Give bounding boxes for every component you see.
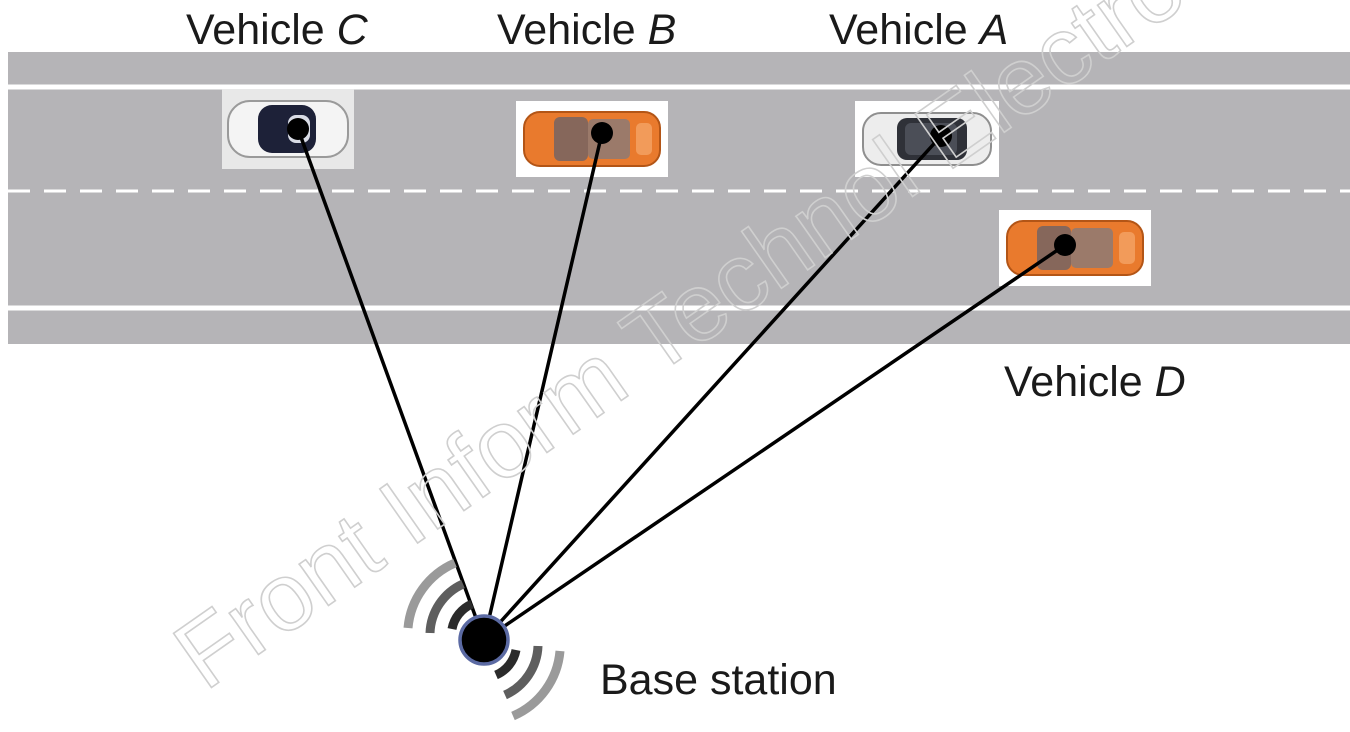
vehicle-c-label: Vehicle C (186, 6, 369, 54)
vehicle-c-node (287, 118, 309, 140)
communication-links (296, 127, 1067, 642)
base-station-label: Base station (600, 656, 837, 704)
link-vehicle-a (482, 134, 943, 642)
vehicle-b-label: Vehicle B (497, 6, 676, 54)
vehicle-b-node (591, 122, 613, 144)
link-vehicle-d (482, 243, 1067, 642)
link-vehicle-c (296, 127, 486, 642)
vehicle-d-node (1054, 234, 1076, 256)
vehicle-b-car-icon (515, 100, 669, 178)
link-vehicle-b (482, 131, 604, 642)
vehicle-a-label: Vehicle A (829, 6, 1008, 54)
base-station-node (458, 614, 510, 666)
antenna-signal-icon (403, 558, 565, 721)
vehicle-d-label: Vehicle D (1004, 358, 1186, 406)
vehicle-a-node (930, 125, 952, 147)
